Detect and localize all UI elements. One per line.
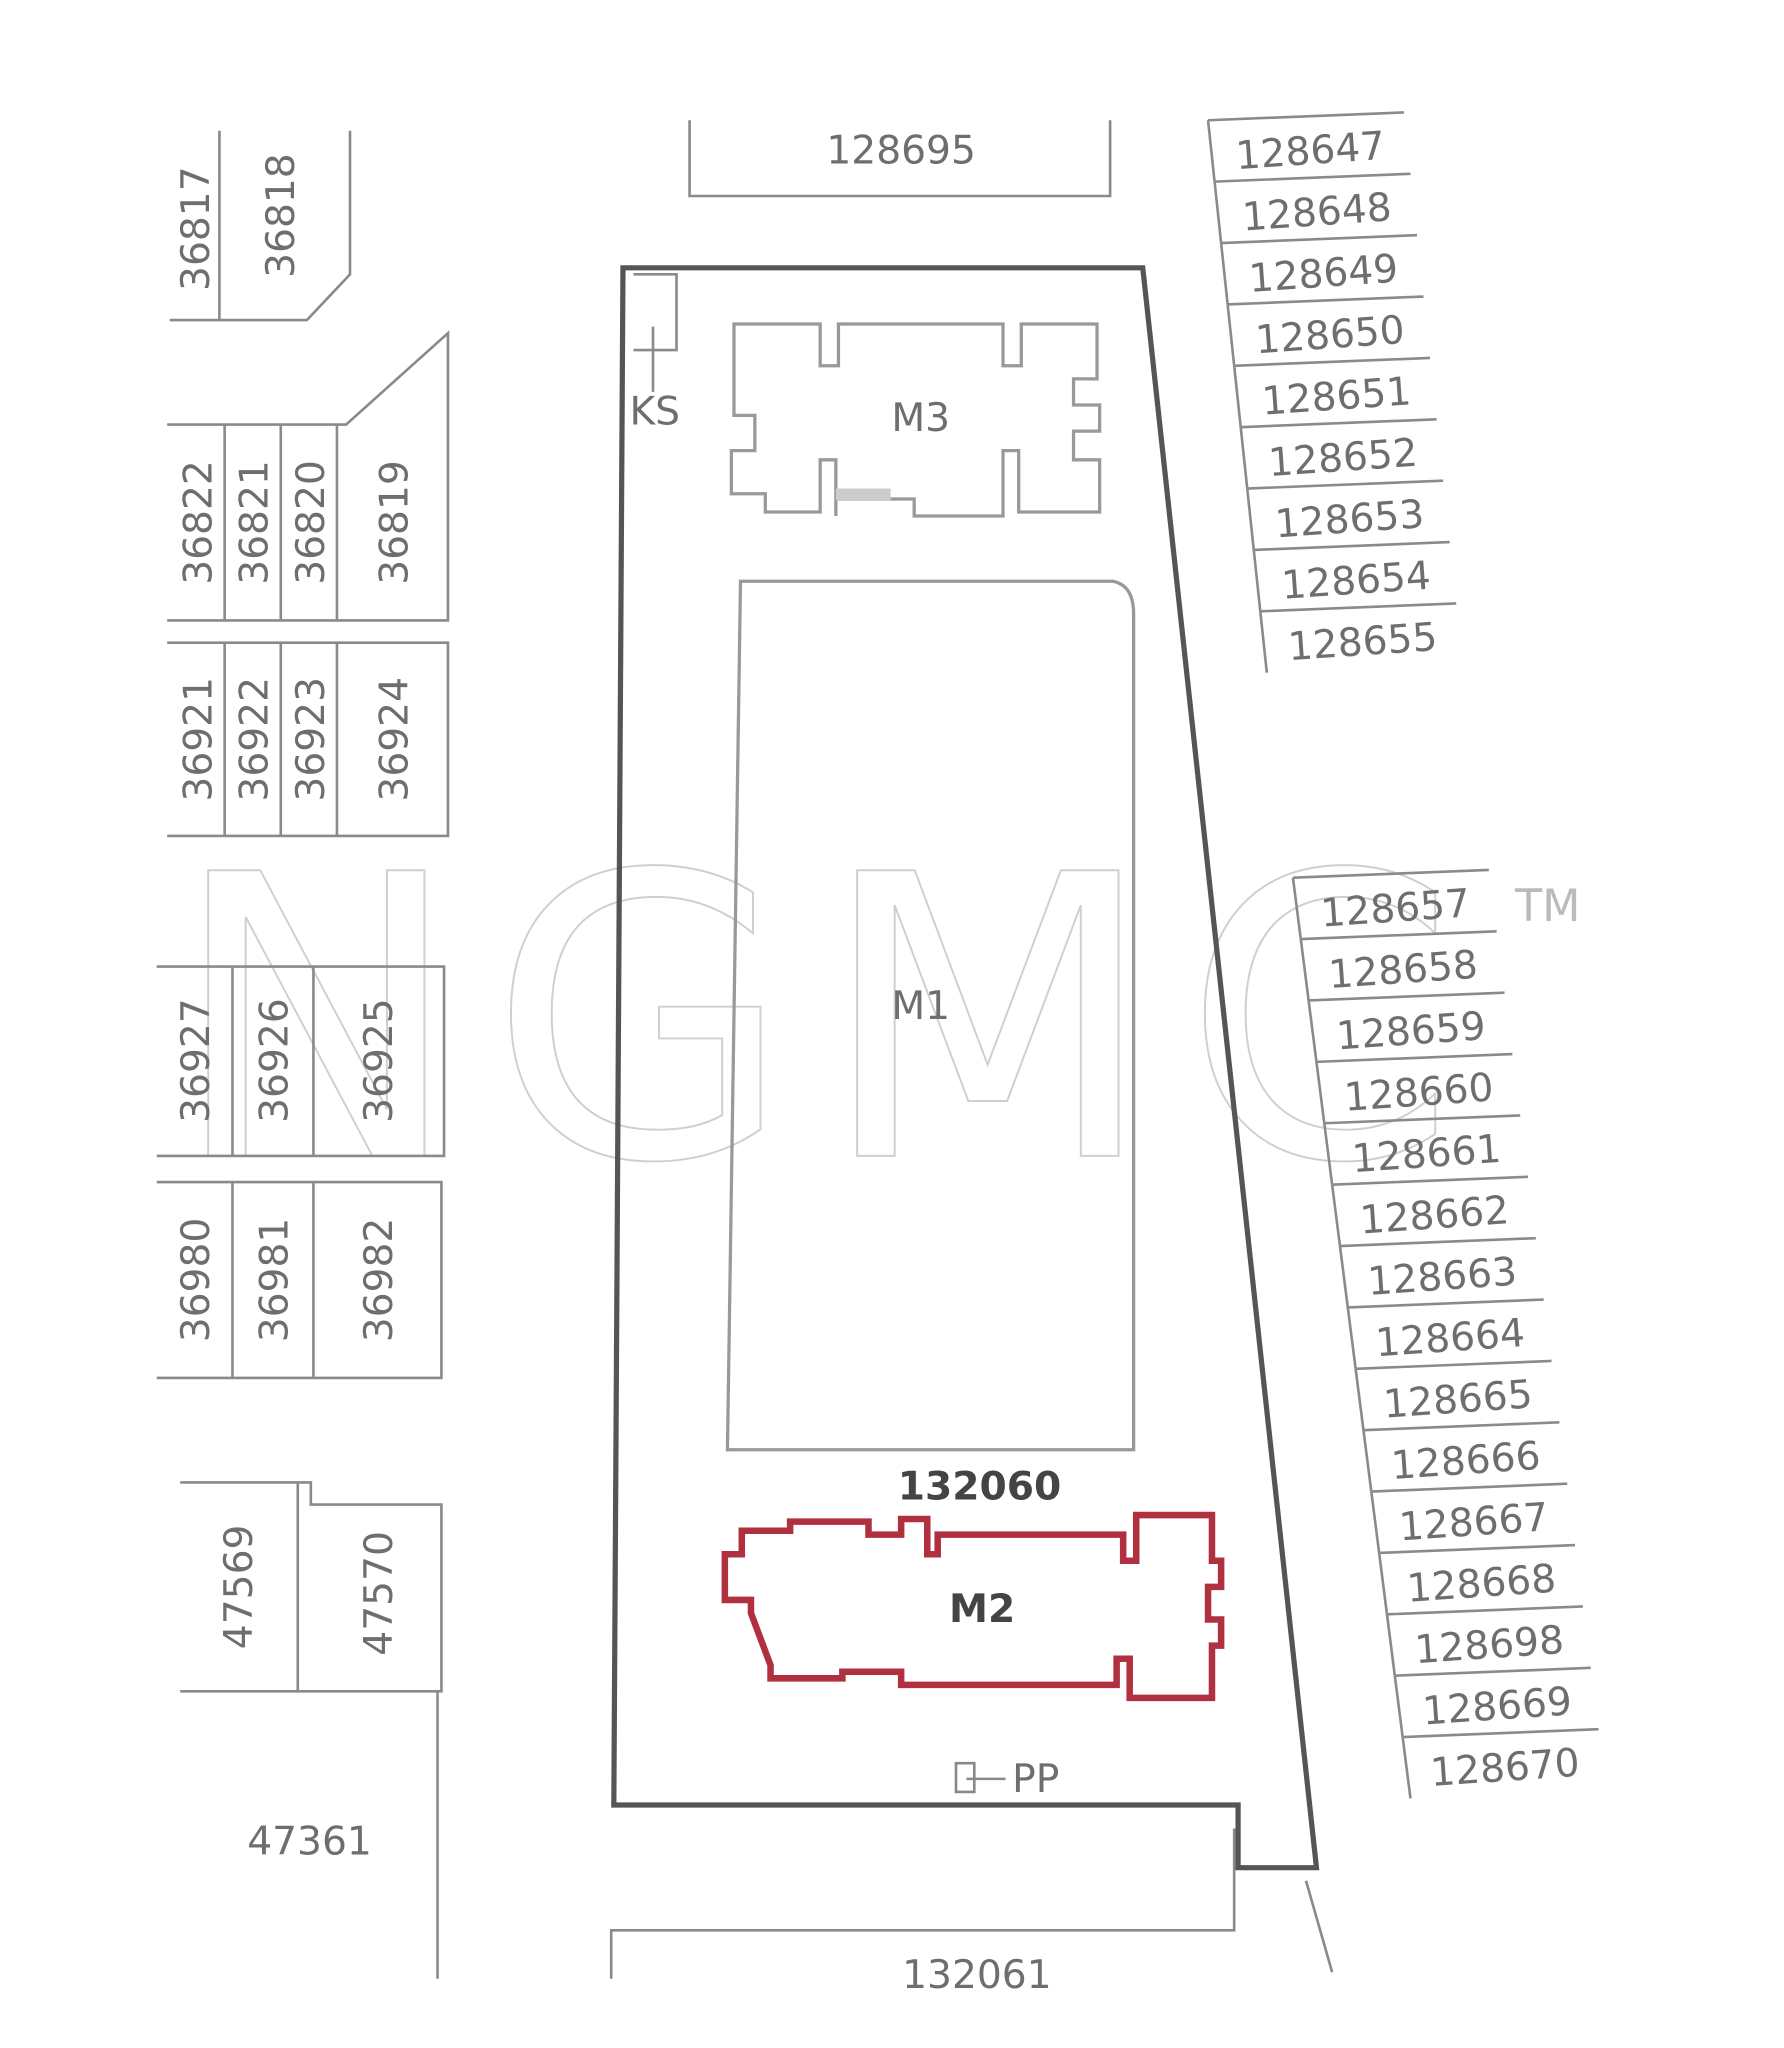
right-lot-outline [1299,929,1497,1001]
lot-label: 36822 [177,460,222,585]
m3-annex [835,488,891,501]
building-m2 [721,1511,1225,1702]
right-lot-label: 128651 [1260,369,1412,424]
lot-label: 36923 [289,677,334,802]
right-lot-label: 128650 [1254,308,1406,363]
lot-label: 36982 [357,1218,402,1343]
ks-label: KS [629,390,680,435]
lot-label: 36821 [233,460,278,585]
right-lot-label: 128663 [1366,1250,1518,1305]
building-m2-label: M2 [949,1587,1015,1632]
lot-label: 47570 [357,1531,402,1656]
right-lot-outline [1401,1727,1599,1799]
ks-box [633,273,678,352]
watermark-tm: TM [1514,881,1580,932]
right-lot-label: 128654 [1280,554,1432,609]
right-lot-outline [1252,540,1450,612]
lot-label: 36926 [252,998,297,1123]
lot-132061 [609,1828,1236,1979]
right-lot-outline [1213,172,1411,244]
lot-label: 36922 [233,677,278,802]
lot-label: 36981 [252,1218,297,1343]
right-lot-label: 128660 [1343,1065,1495,1120]
lot-label: 36980 [174,1218,219,1343]
right-lots-upper: 128647 128648 128649 128650 128651 128652 1286… [1206,111,1457,673]
right-lot-outline [1377,1543,1576,1615]
lot-128695 [688,120,1112,198]
lot-label: 36927 [174,998,219,1123]
lot-label: 36925 [357,998,402,1123]
right-lot-outline [1226,295,1424,366]
right-lot-label: 128652 [1267,431,1419,486]
right-lot-outline [1219,233,1418,305]
lot-label-bottom: 132061 [902,1953,1052,1998]
right-lot-label: 128670 [1429,1741,1581,1796]
right-lot-label: 128698 [1413,1618,1565,1673]
right-lot-label: 128661 [1350,1127,1502,1182]
right-lot-label: 128657 [1319,881,1471,936]
building-m1 [725,579,1136,1452]
building-m1-label: M1 [891,984,950,1029]
main-lot-boundary [611,265,1320,1871]
lot-label: 36819 [372,460,417,585]
right-lot-label: 128658 [1327,943,1479,998]
lot-label: 36820 [289,460,334,585]
pp-label: PP [1012,1757,1059,1802]
right-lot-outline [1258,602,1457,673]
lot-label: 47361 [247,1820,372,1865]
right-lot-label: 128655 [1286,615,1438,670]
right-lot-outline [1338,1236,1536,1308]
right-lot-outline [1322,1114,1521,1185]
lot-label: 36817 [174,166,219,291]
right-lot-outline [1315,1052,1513,1124]
right-lot-outline [1393,1666,1591,1738]
right-lot-outline [1245,479,1444,551]
right-lot-outline [1239,418,1437,489]
right-lot-label: 128667 [1397,1495,1549,1550]
lot-label: 36818 [259,153,304,278]
road-edge [1304,1880,1334,1973]
right-lot-label: 128668 [1405,1557,1557,1612]
right-lot-label: 128647 [1234,124,1386,179]
right-lot-outline [1291,868,1489,940]
right-lot-label: 128662 [1358,1188,1510,1243]
lot-label: 36921 [177,677,222,802]
right-lot-outline [1362,1421,1560,1492]
left-lots [156,130,450,1979]
right-lot-label: 128648 [1241,185,1393,240]
right-lot-outline [1385,1605,1583,1676]
right-lot-outline [1307,991,1505,1063]
building-m3 [729,322,1102,518]
right-lot-label: 128659 [1335,1004,1487,1059]
lot-label: 36924 [372,677,417,802]
right-lot-label: 128653 [1273,492,1425,547]
right-lot-label: 128669 [1421,1679,1573,1734]
right-lot-label: 128664 [1374,1311,1526,1366]
main-lot-label: 132060 [898,1464,1062,1509]
right-lot-label: 128649 [1247,247,1399,302]
right-lot-label: 128665 [1382,1372,1534,1427]
right-lot-outline [1330,1175,1529,1247]
right-lots-lower: 128657 128658 128659 128660 128661 128662 1286… [1291,868,1599,1799]
right-lot-outline [1206,111,1405,182]
right-lot-label: 128666 [1390,1434,1542,1489]
right-lot-outline [1370,1482,1568,1554]
right-lot-outline [1354,1359,1552,1431]
right-lot-outline [1232,356,1431,428]
right-lot-outline [1346,1298,1544,1369]
building-m3-label: M3 [891,396,950,441]
lot-label-top: 128695 [826,128,976,173]
lot-label: 47569 [217,1525,262,1650]
